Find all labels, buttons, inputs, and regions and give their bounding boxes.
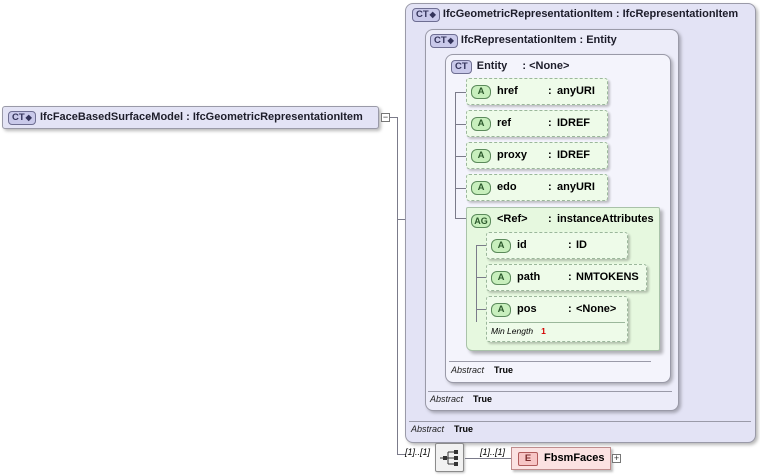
sequence-icon <box>440 450 458 466</box>
attribute-badge: A <box>491 271 511 285</box>
connector-href <box>455 92 466 93</box>
element-badge: E <box>518 452 538 466</box>
connector-to-outer <box>397 219 405 220</box>
outer-type-name: IfcGeometricRepresentationItem <box>442 8 613 20</box>
connector-path <box>476 277 486 278</box>
collapse-icon[interactable]: − <box>381 112 390 122</box>
attribute-colon: : <box>568 303 572 315</box>
attribute-type: anyURI <box>557 181 595 193</box>
connector-trunk <box>397 117 398 454</box>
complex-type-badge: CT <box>451 60 472 74</box>
attribute-group-name: <Ref> <box>497 213 528 225</box>
attribute-name: edo <box>497 181 517 193</box>
attribute-ref[interactable]: A ref : IDREF <box>466 110 608 137</box>
attribute-group-colon: : <box>548 213 552 225</box>
middle-type-colon: : <box>579 34 587 46</box>
attribute-name: href <box>497 85 518 97</box>
attribute-href[interactable]: A href : anyURI <box>466 78 608 105</box>
attribute-colon: : <box>548 181 552 193</box>
root-type-base: IfcGeometricRepresentationItem <box>192 111 363 123</box>
connector-to-sequence <box>397 454 406 455</box>
attribute-name: path <box>517 271 541 283</box>
attribute-badge: A <box>471 117 491 131</box>
connector-id <box>476 245 486 246</box>
inner-separator <box>449 361 651 362</box>
connector-edo <box>455 188 466 189</box>
root-type-box[interactable]: CT◆ IfcFaceBasedSurfaceModel : IfcGeomet… <box>2 106 379 129</box>
attribute-colon: : <box>548 85 552 97</box>
element-occurrence: [1]..[1] <box>480 447 506 457</box>
attribute-name: proxy <box>497 149 527 161</box>
attribute-badge: A <box>491 239 511 253</box>
attribute-type: NMTOKENS <box>576 271 639 283</box>
middle-type-header[interactable]: CT◆ IfcRepresentationItem : Entity <box>430 34 617 48</box>
outer-type-base: IfcRepresentationItem <box>622 8 739 20</box>
attribute-type: IDREF <box>557 149 590 161</box>
connector-group-trunk <box>476 245 477 322</box>
connector-pos <box>476 309 486 310</box>
outer-type-colon: : <box>615 8 623 20</box>
attribute-colon: : <box>548 149 552 161</box>
element-name: FbsmFaces <box>544 452 605 464</box>
attribute-colon: : <box>568 271 572 283</box>
attribute-separator <box>489 322 625 323</box>
complex-type-badge: CT◆ <box>8 111 36 125</box>
root-type-name: IfcFaceBasedSurfaceModel <box>40 111 184 123</box>
connector-proxy <box>455 156 466 157</box>
connector-inner-trunk <box>455 92 456 218</box>
expand-icon[interactable]: + <box>612 453 621 463</box>
middle-type-name: IfcRepresentationItem <box>460 34 577 46</box>
attribute-badge: A <box>471 181 491 195</box>
attribute-colon: : <box>568 239 572 251</box>
element-fbsmfaces[interactable]: E FbsmFaces <box>511 447 611 470</box>
attribute-badge: A <box>471 85 491 99</box>
middle-separator <box>428 391 672 392</box>
attribute-id[interactable]: A id : ID <box>486 232 628 259</box>
connector-sequence-to-element <box>465 458 511 459</box>
sequence-occurrence: [1]..[1] <box>405 447 431 457</box>
outer-separator <box>409 421 751 422</box>
attribute-type: anyURI <box>557 85 595 97</box>
attribute-name: ref <box>497 117 512 129</box>
outer-type-header[interactable]: CT◆ IfcGeometricRepresentationItem : Ifc… <box>412 8 738 22</box>
attribute-edo[interactable]: A edo : anyURI <box>466 174 608 201</box>
root-type-label: IfcFaceBasedSurfaceModel : IfcGeometricR… <box>40 111 363 123</box>
attribute-path[interactable]: A path : NMTOKENS <box>486 264 647 291</box>
expand-icon: ◆ <box>25 113 32 122</box>
inner-type-base: <None> <box>529 60 570 72</box>
sequence-compositor[interactable] <box>435 443 464 472</box>
expand-icon: ◆ <box>429 10 436 19</box>
connector-ag <box>455 218 466 219</box>
connector-root-to-tree <box>389 117 397 118</box>
attribute-type: ID <box>576 239 587 251</box>
expand-icon: ◆ <box>447 36 454 45</box>
attribute-badge: A <box>491 303 511 317</box>
attribute-group-badge: AG <box>471 214 491 228</box>
complex-type-badge: CT◆ <box>430 34 458 48</box>
attribute-proxy[interactable]: A proxy : IDREF <box>466 142 608 169</box>
inner-type-name: Entity <box>476 60 508 72</box>
attribute-group-type: instanceAttributes <box>557 213 654 225</box>
inner-type-header[interactable]: CT Entity : <None> <box>451 60 569 74</box>
complex-type-badge: CT◆ <box>412 8 440 22</box>
inner-type-colon: : <box>522 60 530 72</box>
attribute-name: pos <box>517 303 537 315</box>
attribute-colon: : <box>548 117 552 129</box>
connector-ref <box>455 124 466 125</box>
attribute-type: IDREF <box>557 117 590 129</box>
attribute-badge: A <box>471 149 491 163</box>
middle-type-base: Entity <box>586 34 617 46</box>
attribute-type: <None> <box>576 303 617 315</box>
attribute-name: id <box>517 239 527 251</box>
